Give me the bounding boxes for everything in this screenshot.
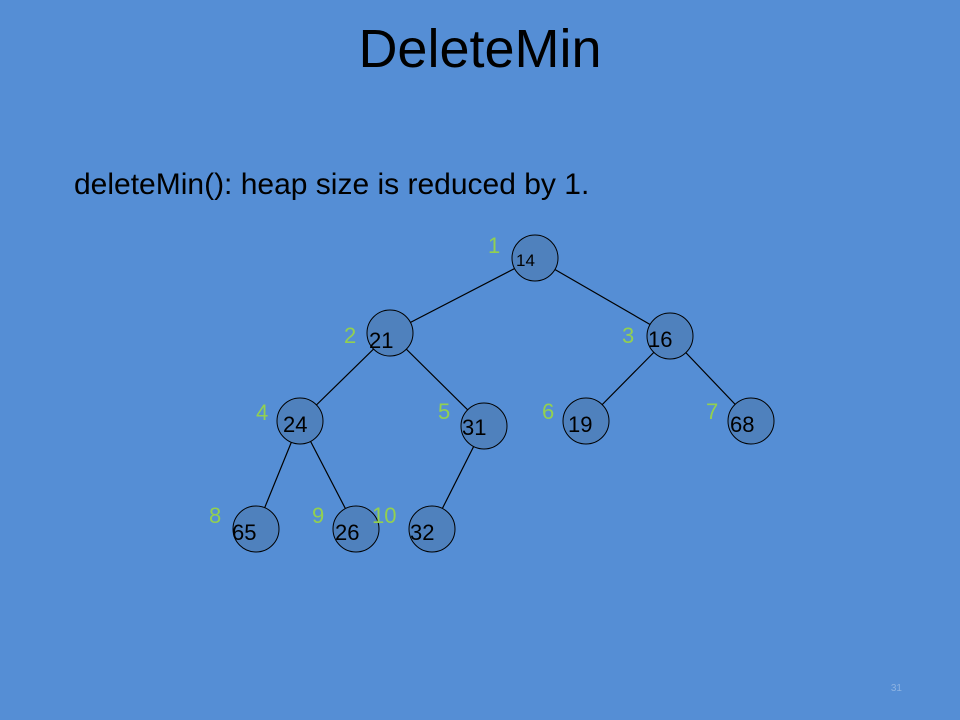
node-index-label: 9 bbox=[312, 503, 324, 528]
index-labels-layer: 1 2 3 4 5 6 7 8 9 10 bbox=[209, 233, 718, 528]
node-value: 14 bbox=[516, 251, 535, 270]
node-circle bbox=[727, 397, 775, 445]
node-value: 32 bbox=[410, 520, 434, 545]
heap-node-9: 26 bbox=[332, 505, 380, 553]
node-circle bbox=[366, 309, 414, 357]
page-number: 31 bbox=[890, 683, 902, 694]
heap-node-3: 16 bbox=[646, 312, 694, 360]
slide-subtitle: deleteMin(): heap size is reduced by 1. bbox=[74, 168, 590, 201]
node-circle bbox=[646, 312, 694, 360]
node-index-label: 10 bbox=[372, 503, 396, 528]
node-index-label: 2 bbox=[344, 323, 356, 348]
heap-node-6: 19 bbox=[562, 397, 610, 445]
heap-node-8: 65 bbox=[232, 505, 280, 553]
node-circle bbox=[562, 397, 610, 445]
node-index-label: 3 bbox=[622, 323, 634, 348]
node-index-label: 1 bbox=[488, 233, 500, 258]
node-value: 65 bbox=[232, 520, 256, 545]
node-circle bbox=[460, 402, 508, 450]
node-value: 16 bbox=[648, 327, 672, 352]
node-index-label: 5 bbox=[438, 399, 450, 424]
node-value: 31 bbox=[462, 415, 486, 440]
node-value: 68 bbox=[730, 412, 754, 437]
node-circle bbox=[511, 234, 559, 282]
slide-title: DeleteMin bbox=[358, 19, 602, 79]
edges-layer bbox=[255, 257, 752, 530]
heap-node-5: 31 bbox=[460, 402, 508, 450]
node-circle bbox=[408, 505, 456, 553]
node-index-label: 4 bbox=[256, 400, 268, 425]
node-value: 26 bbox=[335, 520, 359, 545]
edge-1-3 bbox=[534, 257, 671, 337]
heap-node-7: 68 bbox=[727, 397, 775, 445]
node-index-label: 8 bbox=[209, 503, 221, 528]
heap-node-10: 32 bbox=[408, 505, 456, 553]
heap-node-1: 14 bbox=[511, 234, 559, 282]
node-index-label: 7 bbox=[706, 399, 718, 424]
node-circle bbox=[276, 397, 324, 445]
node-circle bbox=[332, 505, 380, 553]
node-index-label: 6 bbox=[542, 399, 554, 424]
node-circle bbox=[232, 505, 280, 553]
heap-node-4: 24 bbox=[276, 397, 324, 445]
edge-1-2 bbox=[389, 257, 536, 334]
node-value: 24 bbox=[283, 412, 307, 437]
node-value: 21 bbox=[369, 328, 393, 353]
heap-node-2: 21 bbox=[366, 309, 414, 357]
node-value: 19 bbox=[568, 412, 592, 437]
